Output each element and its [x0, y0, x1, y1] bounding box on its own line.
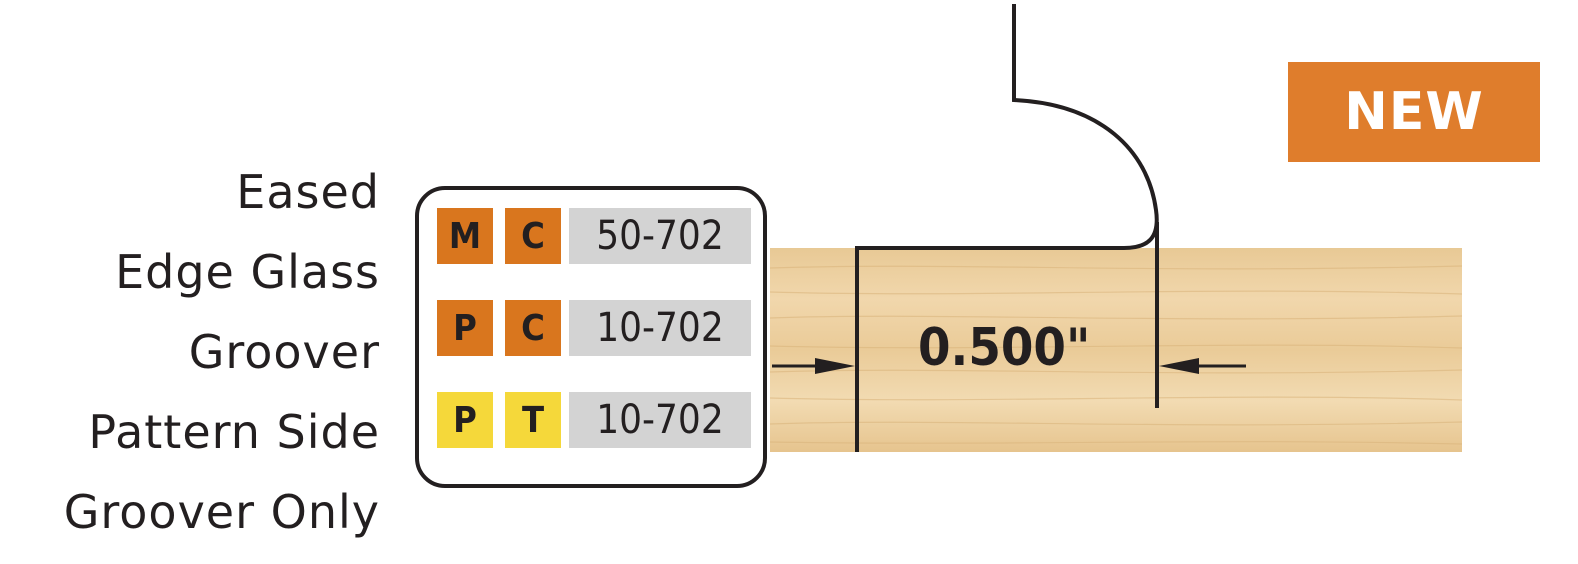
part-number: 50-702: [569, 208, 751, 264]
wood-grain: [769, 265, 1463, 445]
title-line-4: Pattern Side: [88, 405, 380, 459]
part-number: 10-702: [569, 300, 751, 356]
profile-title: Eased Edge Glass Groover Pattern Side Gr…: [0, 152, 380, 552]
title-line-1: Eased: [236, 165, 380, 219]
cutter-profile: [855, 4, 1159, 452]
title-line-2: Edge Glass: [115, 245, 380, 299]
part-number: 10-702: [569, 392, 751, 448]
code-badge: P: [437, 392, 493, 448]
code-badge: C: [505, 300, 561, 356]
code-legend-box: M C 50-702 P C 10-702 P T 10-702: [415, 186, 767, 488]
new-badge: NEW: [1288, 62, 1540, 162]
code-badge: P: [437, 300, 493, 356]
dimension-arrow-left: [772, 358, 855, 374]
title-line-5: Groover Only: [63, 485, 380, 539]
dimension-label: 0.500": [918, 318, 1091, 378]
code-badge: M: [437, 208, 493, 264]
wood-board: [770, 248, 1462, 452]
title-line-3: Groover: [188, 325, 380, 379]
dimension-arrow-right: [1159, 358, 1246, 374]
code-badge: T: [505, 392, 561, 448]
code-badge: C: [505, 208, 561, 264]
